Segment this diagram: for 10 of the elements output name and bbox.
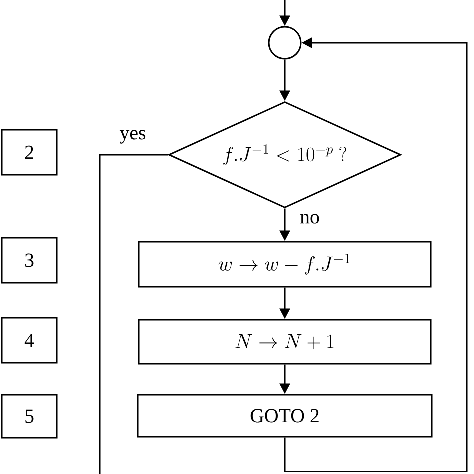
edge-label: no [300,214,320,224]
process-box: GOTO 2 [137,394,433,438]
step-number-box: 2 [1,129,58,176]
process-box: $N \to N + 1$ [138,319,432,365]
step-number-box: 4 [1,317,58,364]
step-number-box: 3 [1,237,58,284]
connector-circle [268,26,302,60]
edge-label: yes [120,130,146,144]
step-number-box: 5 [1,394,58,439]
process-box: $w \to w - f.J^{-1}$ [138,241,432,288]
